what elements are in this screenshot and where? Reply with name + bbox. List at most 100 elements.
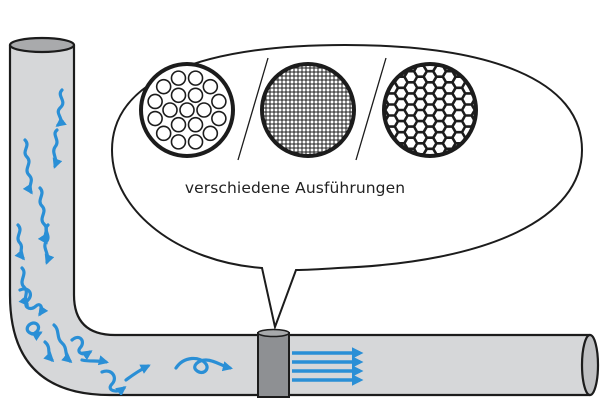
mesh-cell <box>396 89 407 98</box>
mesh-cell <box>453 89 464 98</box>
flow-arrow <box>18 266 29 307</box>
mesh-cell <box>453 100 464 109</box>
mesh-cell <box>425 94 435 104</box>
mesh-cell <box>386 116 397 126</box>
mesh-cell <box>434 100 445 109</box>
mesh-hole <box>196 102 212 118</box>
mesh-cell <box>396 133 407 142</box>
mesh-cell <box>434 111 445 120</box>
caption: verschiedene Ausführungen <box>184 179 406 197</box>
mesh-hole <box>179 102 195 118</box>
mesh-cell <box>396 111 407 120</box>
flow-arrows <box>14 88 233 395</box>
mesh-cell <box>444 83 455 93</box>
flow-arrow <box>70 335 93 361</box>
mesh-hole <box>211 93 227 110</box>
mesh-cell <box>415 122 426 131</box>
mesh-cell <box>434 144 445 153</box>
mesh-round-holes <box>139 62 235 158</box>
flow-arrow <box>14 223 25 261</box>
laminar-flow-arrows <box>292 347 364 386</box>
mesh-hole <box>211 110 227 127</box>
mesh-cell <box>425 139 435 148</box>
mesh-cell <box>405 116 416 126</box>
flow-arrow <box>100 369 127 395</box>
mesh-cell <box>463 94 474 104</box>
mesh-cell <box>405 83 416 93</box>
mesh-hole <box>170 87 187 104</box>
mesh-hole <box>170 134 187 150</box>
mesh-hole <box>187 70 204 86</box>
mesh-cell <box>405 105 416 115</box>
flow-arrow <box>55 88 67 127</box>
mesh-cell <box>415 100 426 109</box>
mesh-hole <box>155 78 172 95</box>
flow-arrow <box>174 356 233 375</box>
mesh-cell <box>415 67 426 76</box>
mesh-cell <box>434 78 445 87</box>
mesh-cell <box>396 100 407 109</box>
mesh-cell <box>444 105 455 115</box>
mesh-cell <box>415 144 426 153</box>
mesh-hole <box>202 125 219 142</box>
mesh-cell <box>453 122 464 131</box>
flow-arrow <box>22 138 33 195</box>
pipe-top-opening <box>8 36 76 54</box>
mesh-cell <box>434 89 445 98</box>
flow-arrow <box>124 364 151 382</box>
mesh-hole <box>170 70 187 86</box>
mesh-cell <box>425 116 435 126</box>
coupling-ring <box>257 328 290 398</box>
mesh-cell <box>415 78 426 87</box>
mesh-hole <box>170 116 187 133</box>
mesh-cell <box>453 133 464 142</box>
mesh-cell <box>386 94 397 104</box>
mesh-square-grid <box>260 62 356 158</box>
mesh-cell <box>453 111 464 120</box>
mesh-cell <box>405 127 416 137</box>
mesh-cell <box>425 72 435 81</box>
flow-arrow <box>52 128 63 169</box>
mesh-hole <box>202 78 219 95</box>
mesh-cell <box>415 89 426 98</box>
mesh-cell <box>444 116 455 126</box>
pipe-right-opening <box>580 333 600 397</box>
flow-arrow <box>43 340 55 363</box>
mesh-cell <box>444 139 455 148</box>
mesh-cell <box>405 139 416 148</box>
mesh-cell <box>463 105 474 115</box>
mesh-cell <box>434 67 445 76</box>
mesh-cell <box>396 122 407 131</box>
flow-arrow <box>43 223 55 265</box>
mesh-hole <box>187 134 204 150</box>
mesh-cell <box>415 133 426 142</box>
mesh-hole <box>162 102 178 118</box>
mesh-cell <box>405 94 416 104</box>
mesh-hole <box>187 87 204 104</box>
separator-line <box>237 57 269 161</box>
flow-arrow <box>80 355 109 366</box>
mesh-cell <box>425 105 435 115</box>
flow-arrow <box>18 287 49 317</box>
flow-arrow <box>25 321 43 341</box>
mesh-cell <box>425 127 435 137</box>
mesh-cell <box>453 78 464 87</box>
mesh-cell <box>434 133 445 142</box>
mesh-cell <box>405 72 416 81</box>
mesh-cell <box>463 116 474 126</box>
mesh-cell <box>415 111 426 120</box>
flow-arrow <box>52 323 73 363</box>
mesh-cell <box>444 72 455 81</box>
separator-line <box>355 57 387 161</box>
mesh-hole <box>147 110 163 127</box>
mesh-cell <box>425 83 435 93</box>
mesh-cell <box>396 78 407 87</box>
mesh-cell <box>386 105 397 115</box>
mesh-cell <box>434 122 445 131</box>
mesh-cell <box>444 94 455 104</box>
mesh-hole <box>187 116 204 133</box>
mesh-hole <box>147 93 163 110</box>
mesh-hole <box>155 125 172 142</box>
